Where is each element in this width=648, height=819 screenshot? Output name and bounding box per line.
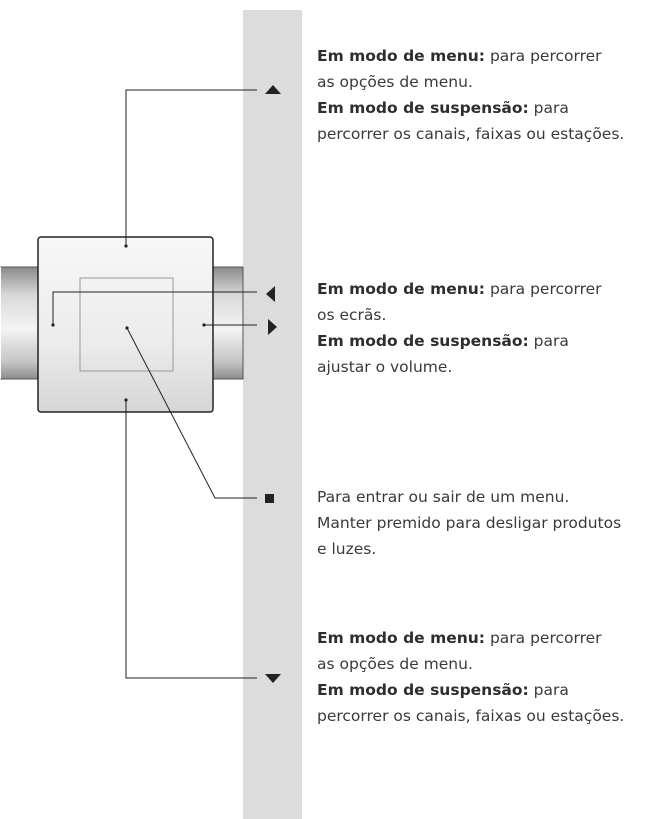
left-arrow-icon [266,286,275,302]
side-band [243,10,302,819]
right-arrow-icon [268,319,277,335]
leader-center [126,327,257,499]
leader-up [125,89,257,246]
description-center: Para entrar ou sair de um menu. Manter p… [317,484,648,562]
description-line: Manter premido para desligar produtos [317,514,622,532]
description-line: Em modo de suspensão: para [317,681,569,699]
rod-left [0,266,41,380]
square-stop-icon [265,494,274,503]
description-line: ajustar o volume. [317,358,453,376]
description-down: Em modo de menu: para percorrer as opçõe… [317,625,648,729]
description-line: e luzes. [317,540,377,558]
description-line: Em modo de menu: para percorrer [317,280,602,298]
wheel-body [37,236,214,413]
description-line: Em modo de suspensão: para [317,99,569,117]
description-line: Para entrar ou sair de um menu. [317,488,570,506]
description-line: as opções de menu. [317,73,473,91]
description-line: percorrer os canais, faixas ou estações. [317,125,625,143]
description-left-right: Em modo de menu: para percorrer os ecrãs… [317,276,648,380]
description-line: percorrer os canais, faixas ou estações. [317,707,625,725]
leader-down [125,400,257,679]
description-line: Em modo de menu: para percorrer [317,629,602,647]
description-line: os ecrãs. [317,306,387,324]
down-arrow-icon [265,674,281,683]
rod-right [211,266,244,380]
center-button-outline [79,277,174,372]
description-line: as opções de menu. [317,655,473,673]
description-line: Em modo de suspensão: para [317,332,569,350]
leader-left [52,291,257,325]
description-line: Em modo de menu: para percorrer [317,47,602,65]
up-arrow-icon [265,85,281,94]
description-up: Em modo de menu: para percorrer as opçõe… [317,43,648,147]
